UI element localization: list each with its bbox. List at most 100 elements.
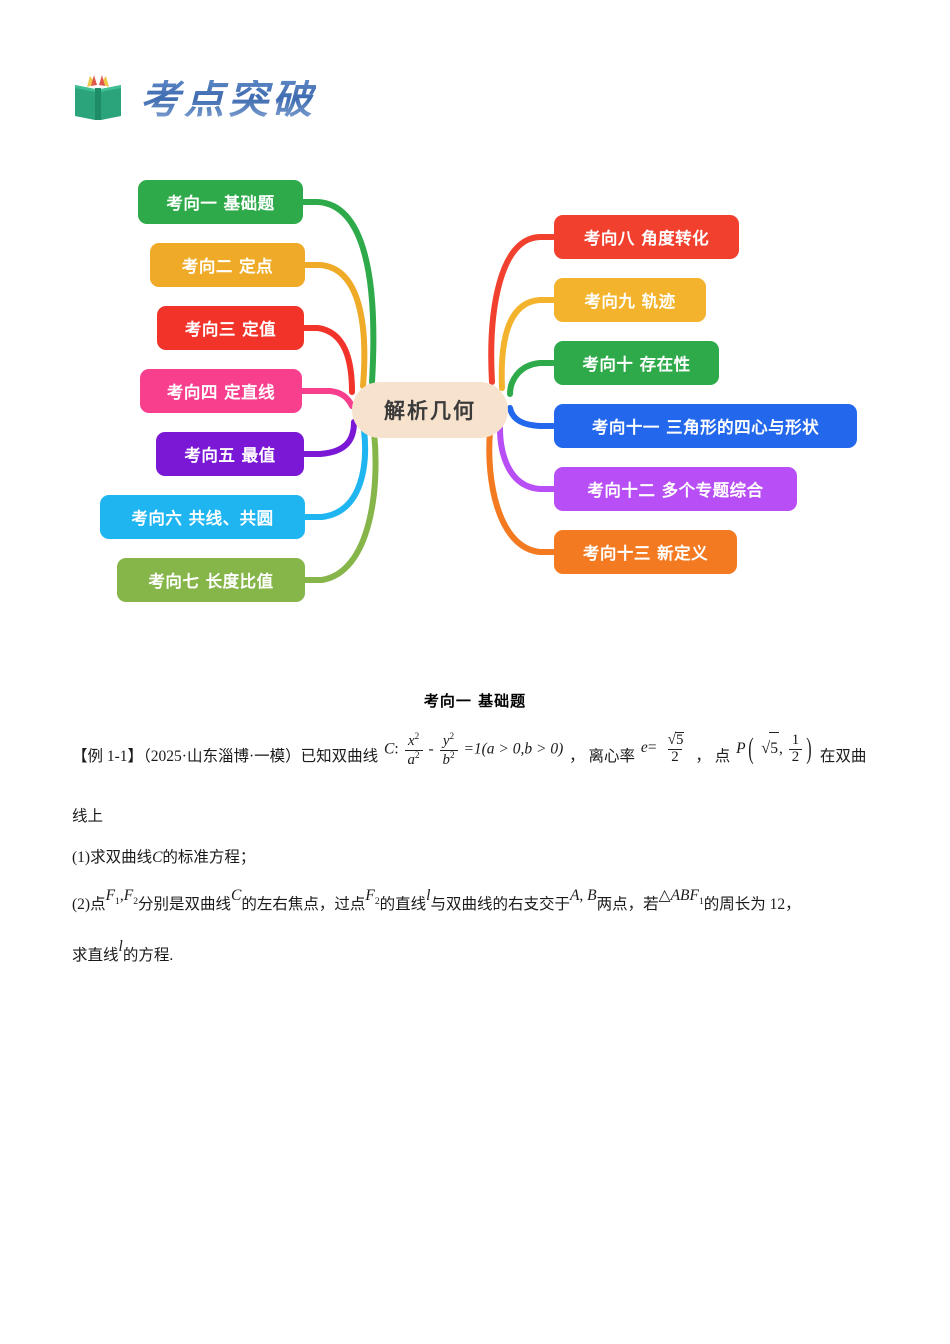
- mindmap-node-label: 考向十 存在性: [582, 355, 691, 374]
- equals-sign: =: [647, 739, 657, 757]
- y-numerator: y: [442, 732, 450, 749]
- example-stem-paragraph: 【例 1-1】（2025·山东淄博·一模）已知双曲线 C: x2 a2 - y2…: [72, 731, 878, 777]
- mindmap-node-label: 考向六 共线、共圆: [131, 509, 274, 528]
- mindmap-node-kaoxiang-1[interactable]: 考向一 基础题: [138, 180, 303, 224]
- mindmap-node-kaoxiang-10[interactable]: 考向十 存在性: [554, 341, 719, 385]
- mindmap-center-node[interactable]: 解析几何: [352, 382, 508, 438]
- mindmap-node-kaoxiang-11[interactable]: 考向十一 三角形的四心与形状: [554, 404, 857, 448]
- q1-lead: (1)求双曲线: [72, 849, 153, 867]
- minus-sign: -: [428, 740, 434, 758]
- y-exponent: 2: [449, 731, 455, 741]
- denominator-2: 2: [668, 748, 682, 766]
- mindmap-node-label: 考向十三 新定义: [582, 544, 709, 563]
- F2-symbol: F: [365, 887, 375, 905]
- foci-comma: ,: [119, 887, 124, 905]
- example-label: 【例 1-1】: [72, 748, 144, 765]
- P-symbol: P: [736, 740, 746, 757]
- mindmap-node-kaoxiang-9[interactable]: 考向九 轨迹: [554, 278, 706, 322]
- example-source: （2025·山东淄博·一模）: [143, 748, 301, 765]
- focus-F2: F2: [365, 880, 379, 911]
- comma-1: ，: [569, 748, 585, 765]
- q1-tail: 的标准方程；: [162, 849, 256, 867]
- a-denominator: a: [407, 751, 415, 768]
- mindmap-node-label: 考向十二 多个专题综合: [587, 481, 764, 500]
- curve-name: C: [384, 740, 395, 758]
- mindmap-node-kaoxiang-12[interactable]: 考向十二 多个专题综合: [554, 467, 797, 511]
- mindmap-center-label: 解析几何: [384, 399, 476, 423]
- question-2-continuation: 求直线l的方程.: [72, 938, 878, 971]
- F1-subscript: 1: [115, 896, 120, 908]
- q1-curve-symbol: C: [152, 849, 163, 867]
- fraction-sqrt5-over-2: √5 2: [667, 731, 685, 766]
- q2-lead: (2)点: [72, 896, 106, 914]
- page-title: 考点突破: [140, 77, 316, 123]
- fraction-1-over-2: 1 2: [788, 732, 803, 766]
- points-AB: A, B: [569, 887, 597, 905]
- mindmap-node-label: 考向二 定点: [181, 257, 274, 276]
- mindmap-node-label: 考向七 长度比值: [148, 572, 274, 591]
- fraction-x-over-a: x2 a2: [404, 731, 423, 768]
- q2-curve-symbol: C: [231, 887, 242, 905]
- q2-text-d: 的直线: [379, 896, 427, 914]
- point-P-coordinates: P( √5, 1 2 ): [736, 732, 812, 766]
- q3-tail: 的方程.: [122, 947, 174, 965]
- right-paren: ): [806, 733, 812, 766]
- mindmap-node-label: 考向十一 三角形的四心与形状: [591, 418, 820, 437]
- left-paren: (: [747, 733, 754, 766]
- mindmap-node-kaoxiang-3[interactable]: 考向三 定值: [157, 306, 304, 350]
- triangle-ABF1: △ABF1: [659, 880, 704, 911]
- line-l-symbol: l: [426, 887, 431, 905]
- mindmap-node-kaoxiang-8[interactable]: 考向八 角度转化: [554, 215, 739, 259]
- q3-lead: 求直线: [72, 947, 119, 965]
- hyperbola-equation: C: x2 a2 - y2 b2 =1(a > 0,b > 0): [384, 731, 564, 768]
- mindmap-node-label: 考向三 定值: [184, 320, 277, 339]
- stem-lead-text: 已知双曲线: [300, 748, 379, 765]
- mindmap-node-label: 考向五 最值: [184, 446, 276, 465]
- mindmap-node-label: 考向一 基础题: [166, 194, 275, 213]
- b-denominator: b: [442, 751, 450, 768]
- question-2: (2)点F1,F2分别是双曲线C的左右焦点，过点F2的直线l与双曲线的右支交于A…: [72, 887, 878, 920]
- stem-continuation: 线上: [72, 808, 104, 826]
- q2-text-e: 与双曲线的右支交于: [430, 896, 570, 914]
- q2-text-b: 分别是双曲线: [137, 896, 231, 914]
- mindmap-node-kaoxiang-13[interactable]: 考向十三 新定义: [554, 530, 737, 574]
- mindmap-node-kaoxiang-4[interactable]: 考向四 定直线: [140, 369, 302, 413]
- F2-sub: 2: [374, 896, 380, 908]
- F-symbol-2: F: [123, 887, 134, 905]
- F2-subscript: 2: [133, 896, 138, 908]
- comma-2: ，: [695, 748, 711, 765]
- open-book-icon: [70, 72, 126, 128]
- mindmap-node-kaoxiang-2[interactable]: 考向二 定点: [150, 243, 305, 287]
- triangle-symbol: △ABF: [658, 887, 699, 905]
- mindmap-node-label: 考向九 轨迹: [584, 292, 676, 311]
- mindmap-connectors: [299, 199, 556, 583]
- point-label: 点: [714, 748, 731, 765]
- fraction-y-over-b: y2 b2: [439, 731, 458, 768]
- mindmap-node-kaoxiang-5[interactable]: 考向五 最值: [156, 432, 304, 476]
- mindmap: 解析几何 考向一 基础题 考向二 定点 考向三 定值 考向四 定直线 考向五 最…: [0, 160, 950, 660]
- sqrt-radicand-5: 5: [675, 732, 685, 748]
- q2-text-c: 的左右焦点，过点: [241, 896, 366, 914]
- curve-equation-tail: =1(a > 0,b > 0): [463, 740, 564, 758]
- denominator-2b: 2: [788, 748, 803, 766]
- eccentricity-formula: e= √5 2: [640, 731, 690, 766]
- q3-line-symbol: l: [118, 938, 123, 956]
- F-symbol-1: F: [105, 887, 116, 905]
- mindmap-node-kaoxiang-6[interactable]: 考向六 共线、共圆: [100, 495, 305, 539]
- page-header: 考点突破: [70, 72, 316, 128]
- e-symbol: e: [640, 739, 648, 757]
- q2-text-f: 两点，若: [596, 896, 659, 914]
- numerator-1: 1: [791, 732, 800, 749]
- question-1: (1)求双曲线C的标准方程；: [72, 842, 878, 873]
- foci-symbols: F1,F2: [106, 880, 138, 911]
- curve-colon: :: [394, 740, 399, 758]
- on-curve-text: 在双曲: [819, 748, 867, 765]
- b-exponent: 2: [449, 749, 455, 760]
- mindmap-node-kaoxiang-7[interactable]: 考向七 长度比值: [117, 558, 305, 602]
- a-exponent: 2: [414, 749, 420, 760]
- section-title: 考向一 基础题: [423, 692, 527, 710]
- document-body: 考向一 基础题 【例 1-1】（2025·山东淄博·一模）已知双曲线 C: x2…: [0, 690, 950, 971]
- mindmap-node-label: 考向四 定直线: [166, 383, 276, 402]
- eccentricity-label: 离心率: [588, 748, 636, 765]
